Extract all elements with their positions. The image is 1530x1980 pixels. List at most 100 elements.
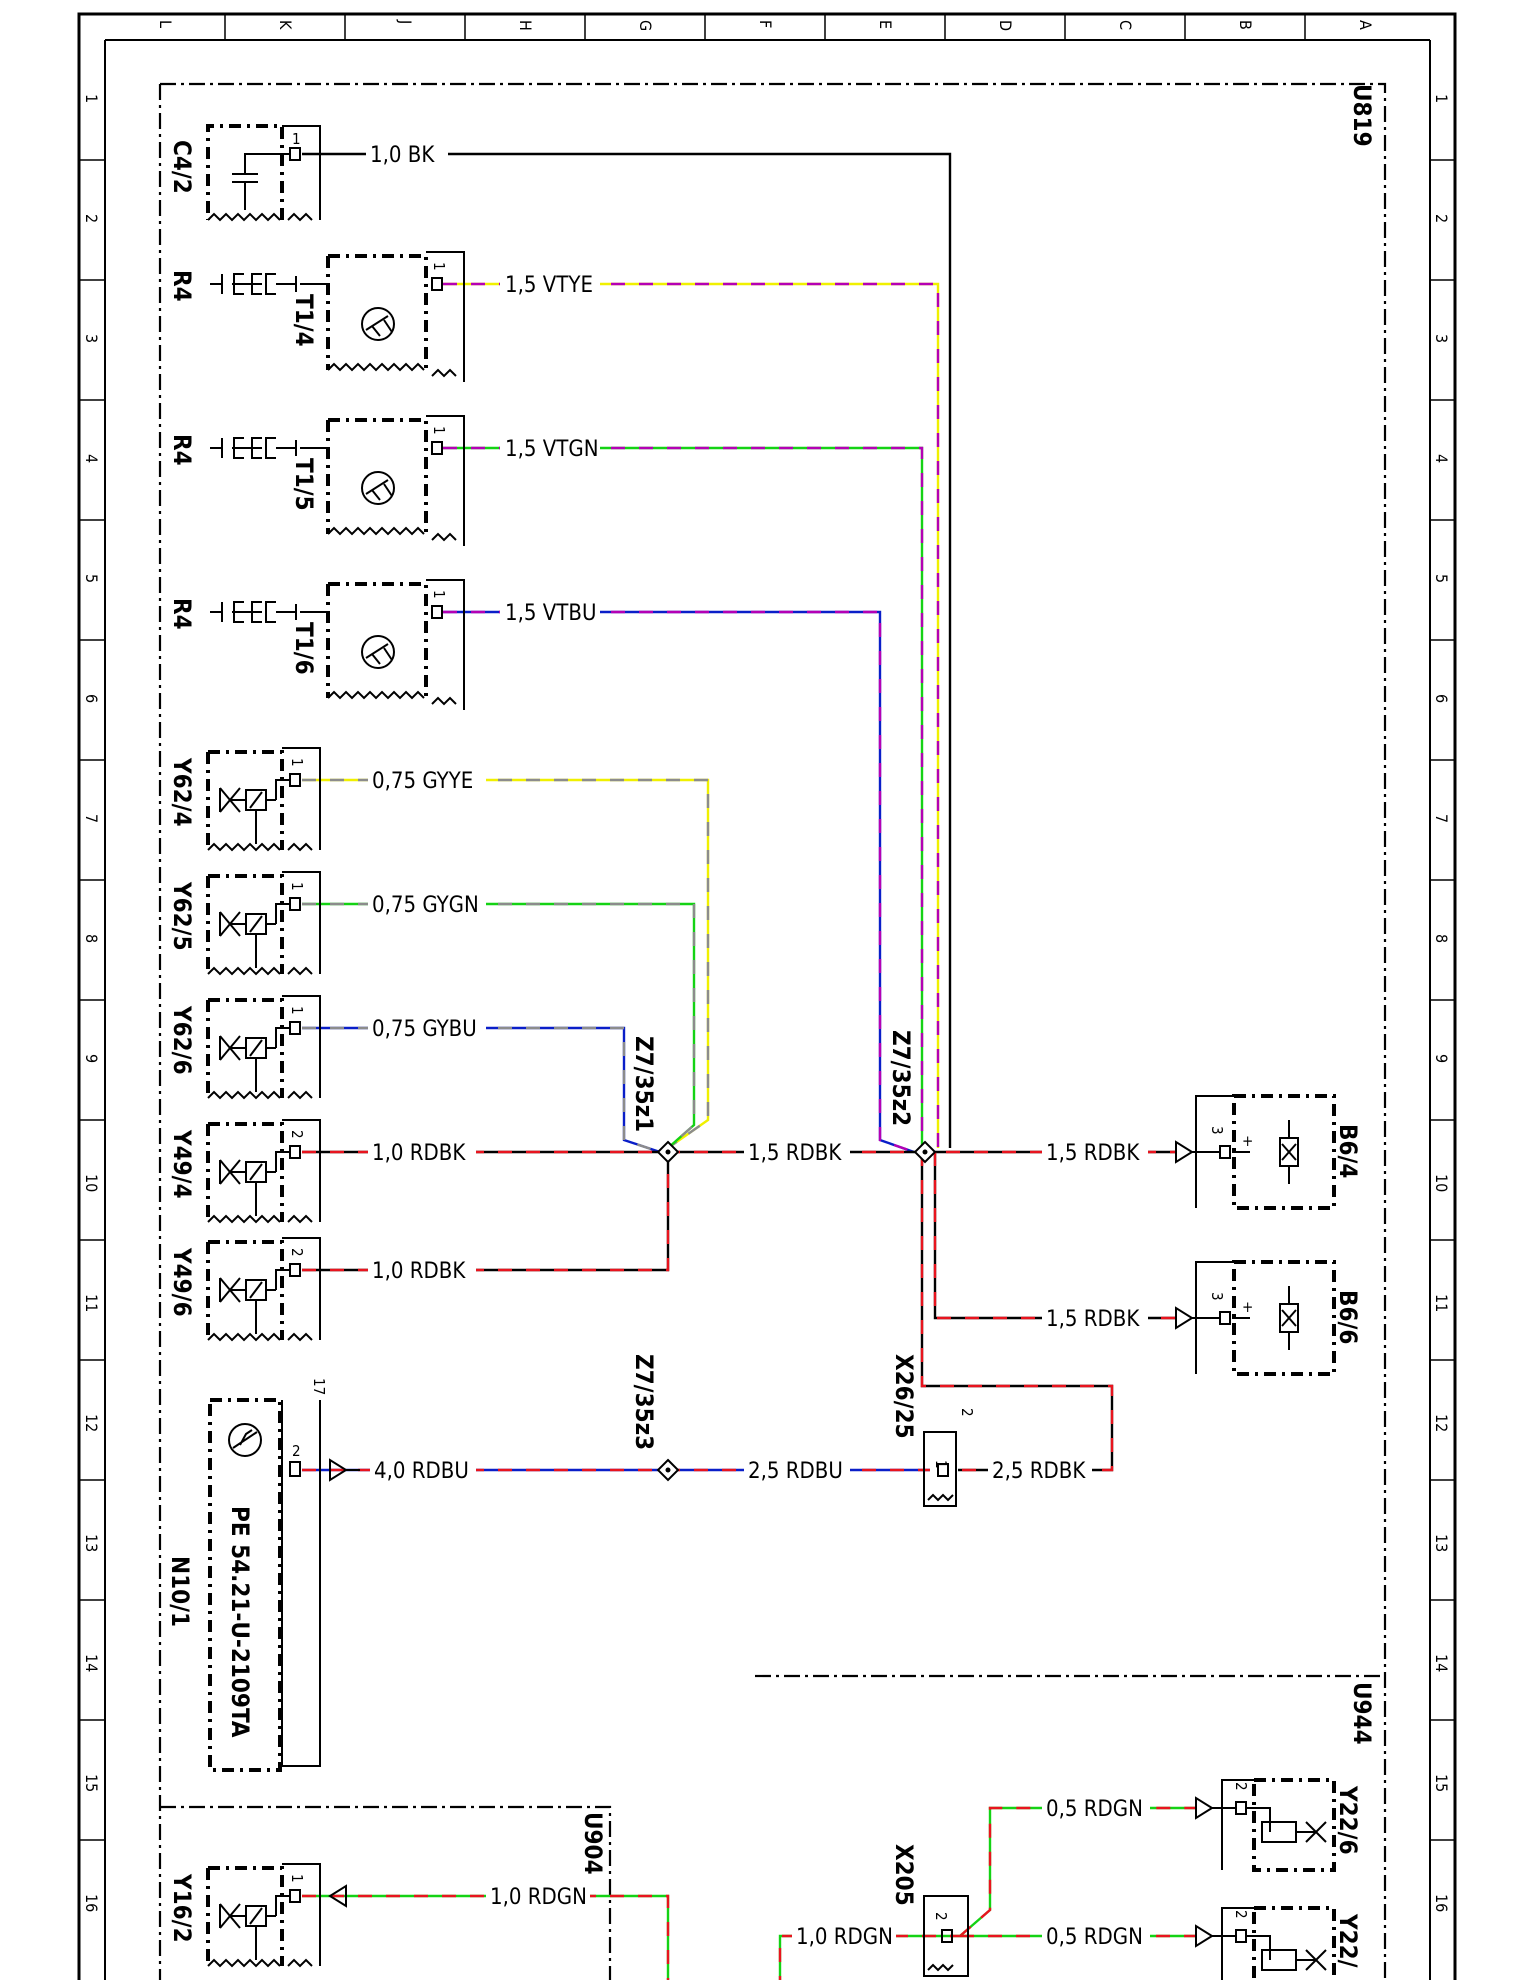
sensor-b6-4[interactable]: + 3 B6/4 (1175, 1094, 1362, 1210)
label-r4-a: R4 (168, 270, 196, 302)
wire-label-t15: 1,5 VTGN (505, 437, 599, 462)
wire-label-b66: 1,5 RDBK (1046, 1307, 1140, 1332)
label-r4-c: R4 (168, 598, 196, 630)
group-label-u904: U904 (579, 1812, 607, 1875)
column-label: A (1356, 20, 1375, 30)
pin-label: 2 (288, 1130, 306, 1139)
row-label: 14 (82, 1654, 101, 1672)
wire-label-y226: 0,5 RDGN (1046, 1797, 1143, 1822)
label-y16-2: Y16/2 (168, 1873, 196, 1943)
row-label: 12 (1432, 1414, 1451, 1432)
label-b6-4: B6/4 (1334, 1124, 1362, 1178)
pin-label: 2 (958, 1408, 976, 1417)
valve-y22-6[interactable]: 2 Y22/6 (1195, 1778, 1362, 1872)
pin-label: 3 (1208, 1292, 1226, 1301)
column-label: G (636, 20, 655, 31)
capacitor-c4-2[interactable]: 1 C4/2 (168, 124, 321, 222)
row-label: 15 (82, 1774, 101, 1792)
wire-label-y496: 1,0 RDBK (372, 1259, 466, 1284)
pin-label: 3 (1208, 1126, 1226, 1135)
row-label: 6 (1432, 694, 1451, 703)
connector-x26-25[interactable]: 2 1 X26/25 (890, 1354, 976, 1507)
pin-label: 1 (288, 1006, 306, 1015)
column-label: E (876, 20, 895, 29)
splice-z7-35z1[interactable]: Z7/35z1 (630, 1036, 680, 1164)
row-label: 16 (82, 1894, 101, 1912)
row-label: 5 (1432, 574, 1451, 583)
valve-y62-4[interactable]: 1 Y62/4 (168, 747, 321, 852)
splices: Z7/35z1 Z7/35z2 Z7/35z3 (630, 1030, 937, 1482)
label-y22-x: Y22/ (1334, 1913, 1362, 1968)
wire-label-n10: 4,0 RDBU (374, 1459, 469, 1484)
row-label: 5 (82, 574, 101, 583)
label-z7-35z3: Z7/35z3 (630, 1354, 658, 1450)
row-label: 8 (1432, 934, 1451, 943)
wire-label-y625: 0,75 GYGN (372, 893, 479, 918)
label-n10-1-part: PE 54.21-U-2109TA (226, 1506, 254, 1738)
wire-label-c4: 1,0 BK (370, 143, 435, 168)
wire-label-y626: 0,75 GYBU (372, 1017, 477, 1042)
row-label: 8 (82, 934, 101, 943)
control-unit-n10-1[interactable]: 2 17 PE 54.21-U-2109TA N10/1 (166, 1378, 360, 1772)
wire-label-y494: 1,0 RDBK (372, 1141, 466, 1166)
wire-label-mid: 1,5 RDBK (748, 1141, 842, 1166)
label-z7-35z1: Z7/35z1 (630, 1036, 658, 1132)
row-label: 3 (82, 334, 101, 343)
row-label: 11 (1432, 1294, 1451, 1312)
pin-label: 2 (1232, 1782, 1250, 1791)
wire-label-y22x: 0,5 RDGN (1046, 1925, 1143, 1950)
row-label: 2 (82, 214, 101, 223)
svg-text:+: + (1242, 1298, 1253, 1316)
row-label: 6 (82, 694, 101, 703)
label-y49-6: Y49/6 (168, 1247, 196, 1317)
pin-label: 1 (288, 882, 306, 891)
pin-label: 2 (1232, 1910, 1250, 1919)
row-label: 9 (1432, 1054, 1451, 1063)
sensor-b6-6[interactable]: + 3 B6/6 (1175, 1260, 1362, 1376)
wire-label-x26: 2,5 RDBU (748, 1459, 843, 1484)
pin-label: 1 (288, 758, 306, 767)
wire-label-y162: 1,0 RDGN (490, 1885, 587, 1910)
pin-label: 1 (932, 1460, 950, 1469)
splice-z7-35z3[interactable]: Z7/35z3 (630, 1354, 680, 1482)
row-label: 14 (1432, 1654, 1451, 1672)
label-c4-2: C4/2 (168, 140, 196, 194)
row-label: 10 (82, 1174, 101, 1192)
label-r4-b: R4 (168, 434, 196, 466)
row-label: 3 (1432, 334, 1451, 343)
label-x205: X205 (890, 1844, 918, 1906)
wire-label-t16: 1,5 VTBU (505, 601, 596, 626)
row-label: 15 (1432, 1774, 1451, 1792)
row-label: 13 (82, 1534, 101, 1552)
valve-y22-x[interactable]: 2 Y22/ (1195, 1906, 1362, 1980)
column-label: D (996, 20, 1015, 31)
splice-z7-35z2[interactable]: Z7/35z2 (887, 1030, 937, 1164)
column-label: C (1116, 20, 1135, 30)
group-boundaries (158, 82, 1387, 1980)
row-label: 1 (1432, 94, 1451, 103)
drawing-frame (77, 12, 1457, 1980)
wire-label-t14: 1,5 VTYE (505, 273, 593, 298)
wire-label-x26r: 2,5 RDBK (992, 1459, 1086, 1484)
label-z7-35z2: Z7/35z2 (887, 1030, 915, 1126)
row-label: 12 (82, 1414, 101, 1432)
row-label: 7 (1432, 814, 1451, 823)
label-y62-4: Y62/4 (168, 757, 196, 827)
pin-label: 2 (932, 1912, 950, 1921)
pin-label: 1 (430, 590, 448, 599)
row-label: 10 (1432, 1174, 1451, 1192)
connector-x205[interactable]: 2 X205 (890, 1844, 969, 1977)
row-label: 2 (1432, 214, 1451, 223)
pin-label: 17 (310, 1378, 328, 1395)
